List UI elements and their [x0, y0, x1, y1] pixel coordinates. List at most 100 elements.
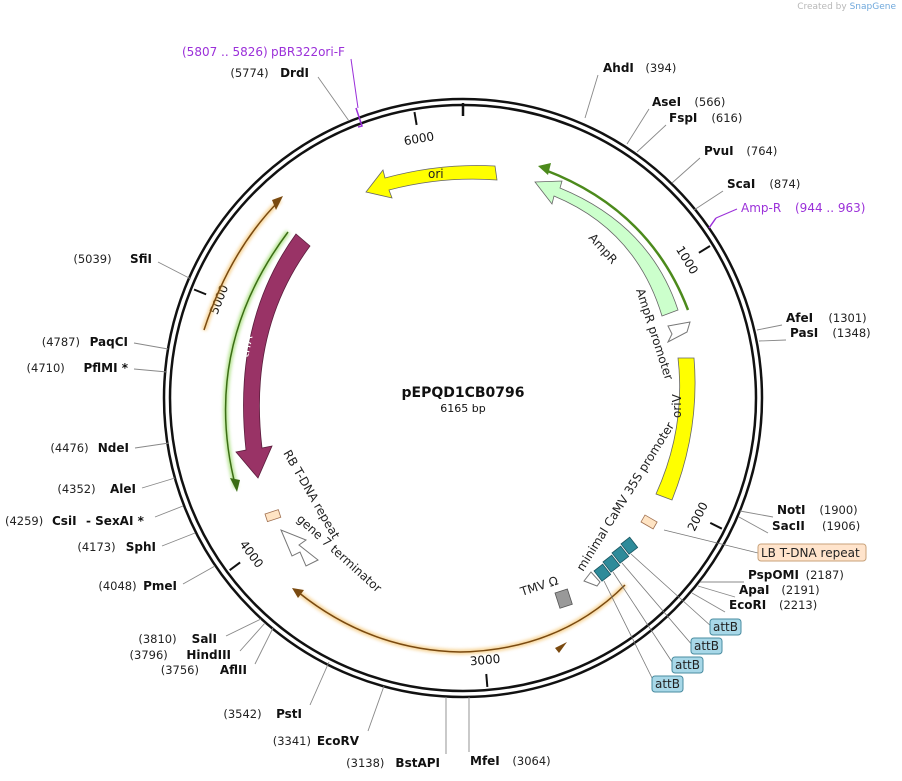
enzyme-site-name[interactable]: SalI — [192, 632, 217, 646]
attb-label-box — [690, 637, 723, 655]
bp-tick-label: 3000 — [469, 652, 501, 669]
enzyme-site-name[interactable]: ApaI — [739, 583, 769, 597]
enzyme-site-name[interactable]: AhdI — [603, 61, 634, 75]
enzyme-site-position: (3810) — [138, 632, 176, 646]
enzyme-site-position: (4787) — [42, 335, 80, 349]
ori-feature[interactable] — [365, 165, 498, 199]
left-orange-strand-head — [272, 196, 283, 210]
bottom-strand-arrow — [297, 584, 626, 653]
enzyme-site-name[interactable]: FspI — [669, 111, 697, 125]
enzyme-site-name[interactable]: AleI — [110, 482, 136, 496]
enzyme-site-position: (1301) — [828, 311, 866, 325]
plasmid-size: 6165 bp — [440, 402, 485, 415]
lb-tdna-leader — [663, 529, 759, 554]
enzyme-site-name[interactable]: CsiI — [52, 514, 77, 528]
attb-feature[interactable] — [620, 536, 639, 555]
attb-label-box — [671, 656, 704, 674]
enzyme-site-name[interactable]: EcoRV — [317, 734, 360, 748]
enzyme-leader-line — [626, 108, 650, 145]
lb-tdna-label-box — [757, 543, 867, 562]
attb-feature[interactable] — [602, 554, 621, 573]
attb-label: attB — [655, 677, 680, 691]
enzyme-site-name[interactable]: PflMI * — [83, 361, 128, 375]
enzyme-leader-line — [309, 661, 330, 706]
enzyme-site-position: (764) — [746, 144, 777, 158]
enzyme-site-name[interactable]: PasI — [790, 326, 818, 340]
enzyme-site-name[interactable]: ScaI — [727, 177, 755, 191]
enzyme-site-position: (3756) — [161, 663, 199, 677]
snapgene-credit: Created by SnapGene — [797, 2, 896, 12]
credit-brand: SnapGene — [849, 2, 896, 12]
bp-tick — [229, 561, 241, 571]
enzyme-site-name[interactable]: NotI — [777, 503, 806, 517]
ampr-primer-marker — [708, 217, 717, 229]
pbr322ori-primer-line — [350, 58, 359, 109]
enzyme-leader-line — [225, 618, 262, 637]
pbr322ori-primer-marker — [355, 107, 363, 128]
enzyme-site-name[interactable]: HindIII — [186, 648, 231, 662]
enzyme-leader-line — [133, 342, 169, 350]
enzyme-site-name[interactable]: AfeI — [786, 311, 813, 325]
enzyme-site-position: (1900) — [819, 503, 857, 517]
oriv-feature[interactable] — [655, 357, 696, 501]
bp-tick — [698, 245, 711, 254]
attb-label: attB — [694, 639, 719, 653]
enzyme-site-name-extra[interactable]: - SexAI * — [86, 514, 145, 528]
enzyme-site-name[interactable]: EcoRI — [729, 598, 766, 612]
attb-feature[interactable] — [611, 545, 630, 564]
enzyme-leader-line — [154, 505, 184, 518]
bottom-strand-arrowhead-left — [292, 588, 304, 598]
enzyme-leader-line — [756, 324, 783, 331]
enzyme-site-name[interactable]: SphI — [126, 540, 156, 554]
enzyme-site-position: (1348) — [832, 326, 870, 340]
enzyme-leader-lines — [133, 74, 787, 754]
enzyme-site-name[interactable]: BstAPI — [395, 756, 440, 770]
plasmid-name: pEPQD1CB0796 — [401, 385, 524, 401]
enzyme-site-name[interactable]: SfiI — [130, 252, 152, 266]
enzyme-leader-line — [758, 339, 787, 342]
ampr-primer-line — [715, 208, 738, 219]
enzyme-site-position: (566) — [694, 95, 725, 109]
enzyme-site-name[interactable]: MfeI — [470, 754, 500, 768]
enzyme-site-position: (2191) — [781, 583, 819, 597]
enzyme-site-position: (616) — [711, 111, 742, 125]
enzyme-site-name[interactable]: AseI — [652, 95, 681, 109]
enzyme-site-position: (5774) — [230, 66, 268, 80]
enzyme-site-name[interactable]: PaqCI — [90, 335, 128, 349]
ori-label: ori — [428, 167, 444, 181]
lb-tdna-repeat-feature[interactable] — [640, 514, 658, 530]
oriv-label: oriV — [670, 393, 684, 418]
enzyme-site-name[interactable]: SacII — [772, 519, 805, 533]
enzyme-site-position: (4259) — [5, 514, 43, 528]
enzyme-site-position: (3796) — [130, 648, 168, 662]
enzyme-site-name[interactable]: PstI — [276, 707, 302, 721]
left-green-strand — [224, 231, 289, 489]
enzyme-site-name[interactable]: AflII — [220, 663, 247, 677]
bp-tick-label: 1000 — [673, 243, 701, 276]
tmv-omega-feature[interactable] — [554, 588, 573, 609]
enzyme-leader-line — [738, 516, 769, 534]
enzyme-leader-line — [693, 190, 724, 211]
ampr-strand-arrowhead — [538, 163, 551, 175]
enzyme-leader-line — [739, 510, 774, 518]
trfa-feature[interactable] — [235, 233, 311, 479]
attb-label: attB — [713, 620, 738, 634]
enzyme-site-position: (4710) — [27, 361, 65, 375]
enzyme-site-name[interactable]: PvuI — [704, 144, 734, 158]
enzyme-site-position: (4476) — [50, 441, 88, 455]
enzyme-site-name[interactable]: PspOMI — [748, 568, 799, 582]
trfa-label: trfA — [237, 333, 255, 358]
camv-promoter-feature[interactable] — [583, 571, 601, 587]
enzyme-site-position: (3064) — [512, 754, 550, 768]
bp-tick — [709, 521, 723, 530]
ampr-feature[interactable] — [534, 180, 679, 317]
enzyme-leader-line — [367, 685, 385, 732]
rb-tdna-repeat-feature[interactable] — [264, 509, 282, 523]
enzyme-site-name[interactable]: NdeI — [98, 441, 129, 455]
attb-feature[interactable] — [593, 563, 612, 582]
enzyme-site-name[interactable]: DrdI — [280, 66, 309, 80]
ampr-promoter-feature[interactable] — [666, 321, 691, 344]
enzyme-leader-line — [133, 368, 168, 373]
gene7-terminator-feature[interactable] — [280, 529, 319, 567]
enzyme-site-name[interactable]: PmeI — [143, 579, 177, 593]
